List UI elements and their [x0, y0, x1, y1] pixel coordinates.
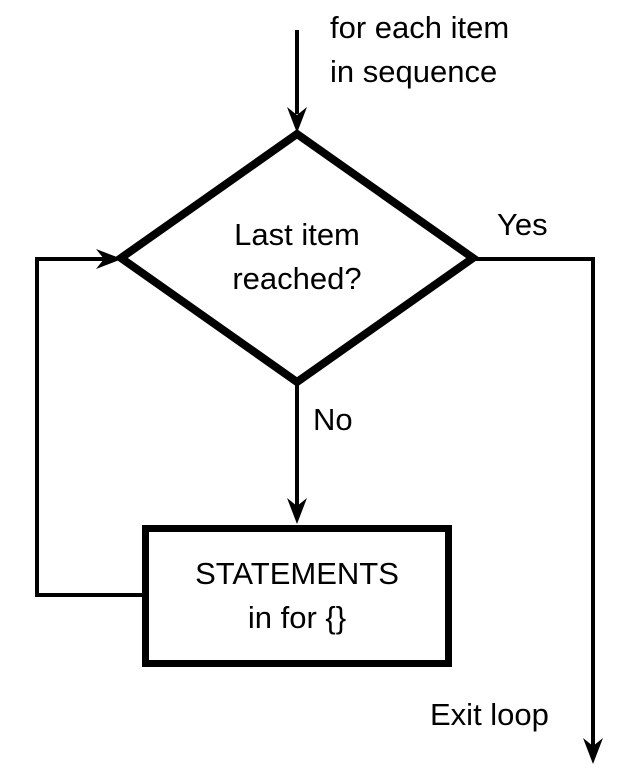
yes-connector — [473, 257, 603, 764]
no-label: No — [313, 402, 353, 437]
loopback-connector — [35, 249, 142, 597]
no-arrow — [287, 382, 307, 524]
exit-label: Exit loop — [430, 697, 549, 732]
entry-arrow — [287, 30, 307, 133]
process-box — [142, 525, 452, 667]
decision-label: Last item reached? — [232, 217, 362, 296]
decision-diamond — [114, 129, 480, 387]
entry-label: for each item in sequence — [330, 10, 510, 89]
yes-label: Yes — [497, 207, 548, 242]
process-label: STATEMENTS in for {} — [195, 556, 399, 635]
